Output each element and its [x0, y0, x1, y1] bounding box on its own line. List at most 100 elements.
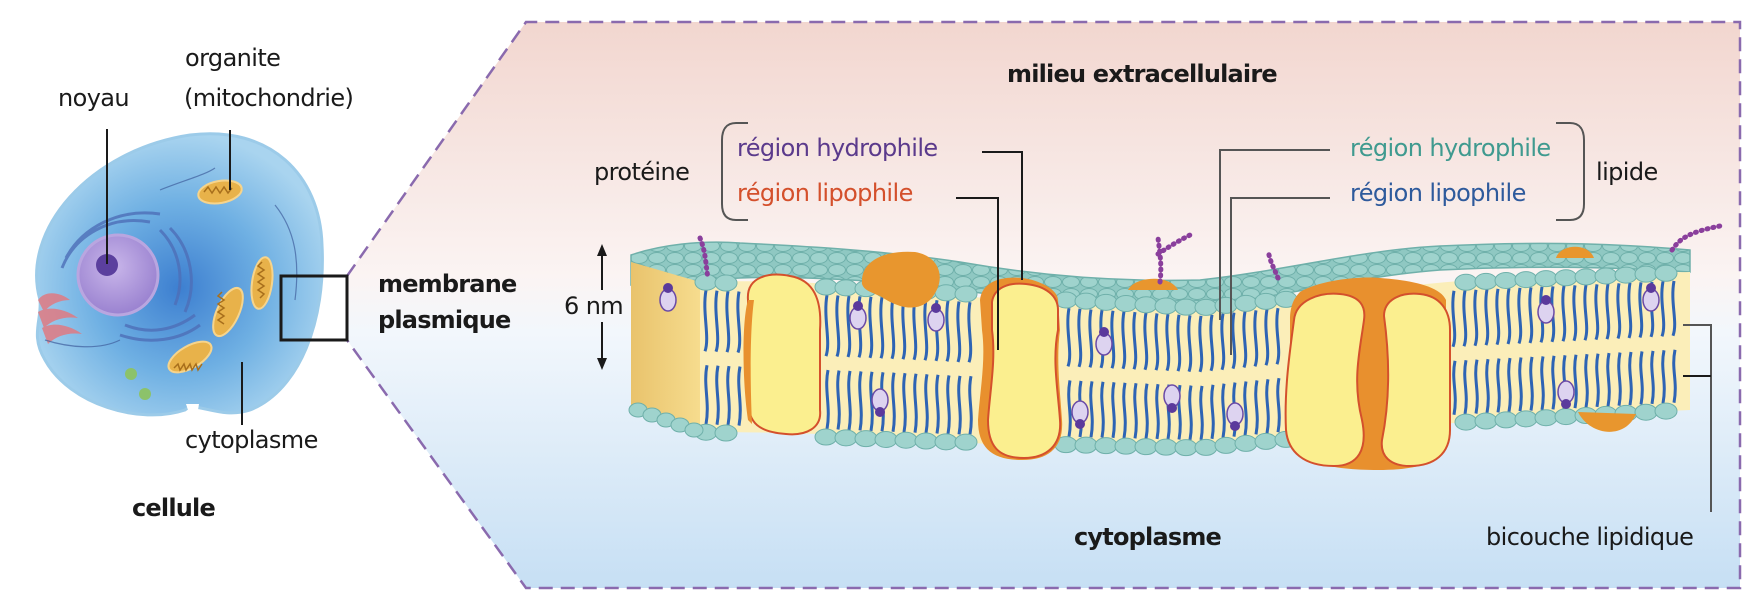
lipid-bracket [1556, 122, 1585, 221]
lipid-head [1214, 296, 1238, 314]
lipid-head [1174, 439, 1198, 457]
lipid-tail [1067, 380, 1072, 437]
lipid-tail [1551, 355, 1556, 410]
lipid-head [1594, 267, 1618, 285]
lipid-head [854, 430, 878, 448]
cholesterol [1095, 327, 1113, 356]
lipid-tail [1111, 382, 1116, 439]
lipid-head [954, 285, 978, 303]
lipid-tail [1121, 311, 1127, 370]
lipid-tail [858, 371, 863, 431]
lipid-head [1534, 270, 1558, 288]
lipid-head [934, 433, 958, 451]
lipid-head [834, 429, 858, 447]
lipid-tail [1100, 381, 1105, 438]
lipid-tail [1462, 290, 1468, 347]
lipid-tail [824, 294, 830, 357]
lipid-head [914, 432, 938, 450]
lipid-tail [902, 372, 907, 433]
lipid-head [1114, 295, 1138, 313]
lipid-tail [1451, 290, 1457, 348]
lipid-tail [1176, 314, 1182, 372]
protein-bracket [721, 122, 748, 221]
label-nucleus: noyau [58, 84, 130, 112]
integral-protein [746, 273, 822, 436]
lipid-heads [628, 264, 1678, 457]
lipid-tail [1066, 307, 1072, 367]
cholesterol [1071, 400, 1089, 429]
thickness-arrow [597, 244, 607, 370]
lipid-head [1454, 413, 1478, 431]
lipid-head [1474, 412, 1498, 430]
lipid-head [1114, 437, 1138, 455]
label-membrane-line2: plasmique [378, 306, 511, 334]
lipid-tail [1660, 281, 1666, 337]
cholesterol [1642, 283, 1660, 312]
lipid-head [1614, 266, 1638, 284]
lipid-tail [1254, 380, 1259, 435]
lipid-tail [967, 301, 973, 363]
lipid-tail [835, 295, 841, 358]
label-protein-hydrophilic: région hydrophile [737, 134, 938, 162]
lipid-tail [1540, 356, 1545, 411]
lipid-tail [1209, 314, 1215, 372]
lipid-tail [946, 375, 951, 435]
lipid-tail [1133, 382, 1138, 439]
lipid-tail [1473, 289, 1479, 347]
glycan-chains [697, 223, 1723, 285]
lipid-head [684, 422, 704, 438]
lipid-tail [968, 375, 973, 435]
label-membrane-line1: membrane [378, 270, 517, 298]
lipid-head [1074, 436, 1098, 454]
lipid-head [1494, 271, 1518, 289]
leader-line-protein-hydrophilic [982, 151, 1023, 280]
leader-line-lipid-hydrophilic [1219, 149, 1330, 320]
lipid-tail [924, 374, 929, 434]
nucleolus [96, 254, 118, 276]
lipid-tail [1485, 358, 1490, 414]
lipid-tail [1199, 385, 1204, 441]
lipid-head [1194, 438, 1218, 456]
lipid-head [1234, 434, 1258, 452]
lipid-tail [913, 373, 918, 433]
lipid-tail [1122, 382, 1127, 439]
lipid-tail [1661, 350, 1666, 404]
cholesterol [849, 301, 867, 330]
lipid-head [874, 430, 898, 448]
lipid-tail [1606, 352, 1611, 407]
lipid-tail [1638, 282, 1644, 338]
lipid-tail [1474, 359, 1479, 414]
lipid-tail [1210, 384, 1215, 440]
cholesterol [1226, 402, 1244, 431]
lipid-tail [912, 298, 918, 361]
endoplasmic-reticulum [60, 211, 201, 342]
lipid-head [834, 279, 858, 297]
lipid-head [1134, 438, 1158, 456]
lipid-tail [1583, 284, 1589, 341]
lipid-head [894, 431, 918, 449]
lipid-tail [1463, 359, 1468, 415]
lipid-tail [1671, 280, 1677, 337]
lipid-head [814, 278, 838, 296]
lipid-tail [1143, 312, 1149, 371]
lipid-tail [1495, 288, 1501, 346]
lipid-tail [1452, 360, 1457, 416]
lipid-head [814, 428, 838, 446]
lipid-head [1454, 273, 1478, 291]
cholesterol [927, 303, 945, 332]
label-extracellular: milieu extracellulaire [1007, 60, 1278, 88]
cell-illustration [35, 129, 349, 425]
lipid-head [714, 424, 738, 442]
leader-line-lipid-lipophilic [1230, 197, 1330, 355]
peripheral-protein [861, 251, 940, 308]
lipid-tail [1573, 354, 1578, 409]
lipid-tail [736, 291, 742, 354]
lipid-tail [1594, 284, 1600, 341]
lipid-head [1234, 294, 1258, 312]
lipid-head [1154, 438, 1178, 456]
lipid-head [1534, 409, 1558, 427]
lipid-tail [1276, 377, 1281, 433]
leader-line-bilayer [1683, 324, 1712, 512]
cell-title: cellule [132, 494, 216, 522]
